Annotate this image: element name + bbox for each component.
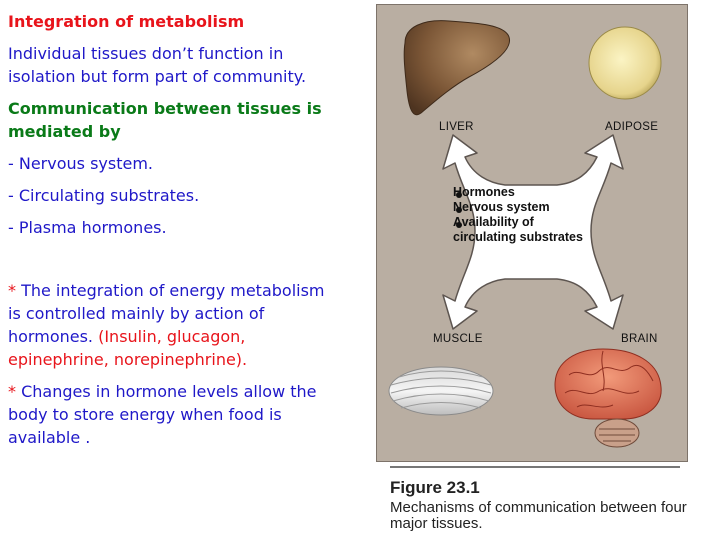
list-item: - Plasma hormones. (8, 218, 167, 237)
bullet-icon (456, 192, 462, 198)
label-muscle: MUSCLE (433, 333, 483, 345)
bullet-circulating-substrates: circulating substrates (453, 230, 583, 244)
figure-description: Mechanisms of communication between four… (390, 499, 687, 532)
list-item: - Circulating substrates. (8, 186, 200, 205)
note-hormone-levels: * Changes in hormone levels allow the bo… (8, 380, 340, 449)
figure-caption: Figure 23.1 Mechanisms of communication … (390, 478, 690, 532)
communication-arrows-icon (442, 134, 624, 330)
note-hormone-levels-text: Changes in hormone levels allow the body… (8, 382, 317, 447)
caption-divider (390, 466, 680, 468)
intro-paragraph: Individual tissues don’t function in iso… (8, 44, 307, 86)
note-star: * (8, 281, 16, 300)
bullet-icon (456, 222, 462, 228)
adipose-icon (588, 26, 662, 100)
muscle-icon (388, 366, 494, 416)
bullet-nervous-system: Nervous system (453, 200, 550, 214)
label-brain: BRAIN (621, 333, 658, 345)
figure-number: Figure 23.1 (390, 478, 480, 497)
figure-panel: LIVER ADIPOSE MUSCLE BRAIN Hormones Nerv… (376, 4, 688, 462)
bullet-hormones: Hormones (453, 185, 515, 199)
bullet-icon (456, 207, 462, 213)
hormone-list: (Insulin, glucagon, epinephrine, norepin… (8, 327, 248, 369)
note-star: * (8, 382, 16, 401)
text-column: Integration of metabolism Individual tis… (8, 10, 340, 458)
figure-artwork (388, 20, 662, 448)
bullet-availability: Availability of (453, 215, 534, 229)
label-adipose: ADIPOSE (605, 121, 659, 133)
communication-heading: Communication between tissues is mediate… (8, 99, 322, 141)
label-liver: LIVER (439, 121, 474, 133)
liver-icon (403, 20, 511, 116)
note-integration-text: The integration of energy metabolism is … (8, 281, 325, 346)
slide-title: Integration of metabolism (8, 12, 245, 31)
brain-icon (554, 348, 662, 448)
note-integration: * The integration of energy metabolism i… (8, 279, 340, 371)
communication-list: Hormones Nervous system Availability of … (453, 185, 633, 245)
list-item: - Nervous system. (8, 154, 153, 173)
